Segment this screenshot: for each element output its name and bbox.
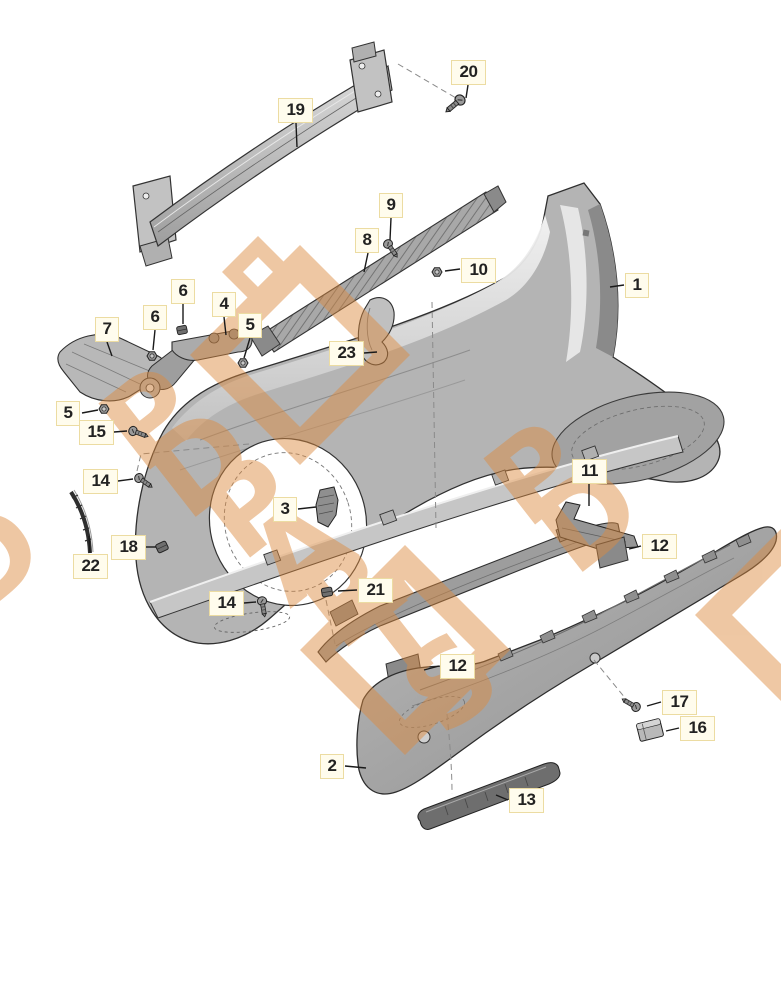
callout-22: 22 bbox=[73, 554, 108, 579]
callout-23: 23 bbox=[329, 341, 364, 366]
callout-14a: 14 bbox=[83, 469, 118, 494]
callout-18: 18 bbox=[111, 535, 146, 560]
nut-10 bbox=[431, 267, 443, 277]
callout-14b: 14 bbox=[209, 591, 244, 616]
callout-12a: 12 bbox=[642, 534, 677, 559]
callout-3: 3 bbox=[273, 497, 297, 522]
callout-5a: 5 bbox=[238, 313, 262, 338]
callout-2: 2 bbox=[320, 754, 344, 779]
fasteners bbox=[98, 92, 664, 742]
callout-15: 15 bbox=[79, 420, 114, 445]
callout-5b: 5 bbox=[56, 401, 80, 426]
callout-8: 8 bbox=[355, 228, 379, 253]
callout-17: 17 bbox=[662, 690, 697, 715]
part-reflector-strip bbox=[417, 762, 561, 830]
callout-7: 7 bbox=[95, 317, 119, 342]
part-mount-bracket bbox=[139, 328, 253, 399]
callout-12b: 12 bbox=[440, 654, 475, 679]
callout-19: 19 bbox=[278, 98, 313, 123]
part-lower-valance bbox=[356, 526, 778, 795]
nut-5a bbox=[237, 358, 249, 368]
leader-lines bbox=[81, 84, 680, 801]
callout-6b: 6 bbox=[143, 305, 167, 330]
assembly-dash-lines bbox=[136, 63, 631, 795]
callout-16: 16 bbox=[680, 716, 715, 741]
callout-4: 4 bbox=[212, 292, 236, 317]
callout-9: 9 bbox=[379, 193, 403, 218]
callout-10: 10 bbox=[461, 258, 496, 283]
part-impact-beam bbox=[132, 41, 393, 267]
screw-17 bbox=[619, 694, 643, 714]
bolt-20 bbox=[441, 92, 468, 117]
part-center-reinforcement-strip bbox=[149, 435, 684, 619]
callout-13: 13 bbox=[509, 788, 544, 813]
nut-5b bbox=[98, 404, 110, 414]
callout-6a: 6 bbox=[171, 279, 195, 304]
part-adhesive-pad-upper bbox=[595, 536, 629, 569]
watermark-letter: D bbox=[0, 477, 69, 641]
clip-6a bbox=[175, 324, 189, 336]
callout-11: 11 bbox=[572, 459, 607, 484]
part-step-trim-strip bbox=[249, 185, 507, 357]
nut-6b bbox=[146, 351, 158, 361]
callout-20: 20 bbox=[451, 60, 486, 85]
callout-1: 1 bbox=[625, 273, 649, 298]
part-center-clip bbox=[315, 486, 339, 528]
clip-16 bbox=[636, 718, 664, 742]
clip-21 bbox=[320, 586, 334, 598]
callout-21: 21 bbox=[358, 578, 393, 603]
